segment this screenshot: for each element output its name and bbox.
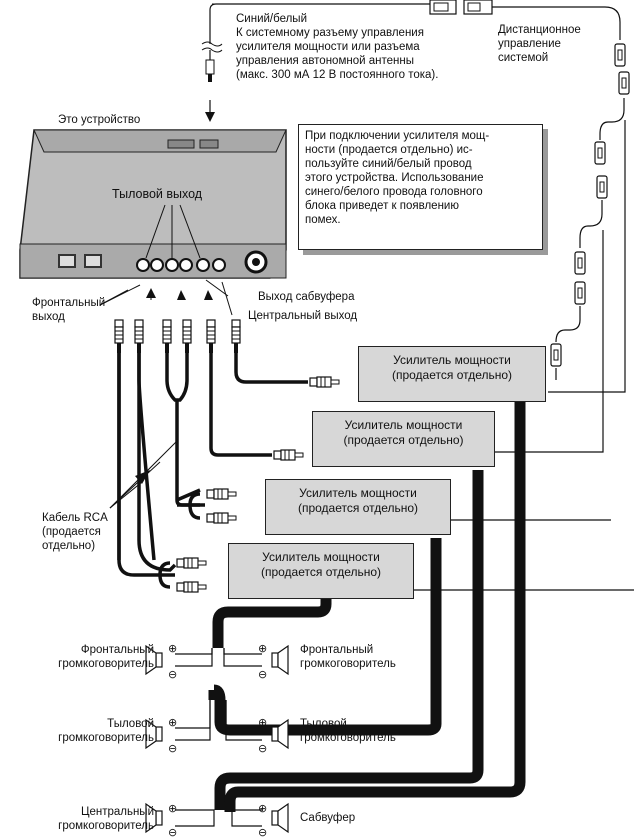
amplifier-box-4: Усилитель мощности (продается отдельно) — [228, 543, 414, 599]
svg-text:⊕: ⊕ — [168, 642, 177, 655]
speaker-label-center: Центральный громкоговоритель — [58, 806, 154, 832]
svg-text:⊖: ⊖ — [258, 742, 267, 755]
front-output-label: Фронтальный выход — [32, 297, 106, 323]
svg-text:⊕: ⊕ — [258, 642, 267, 655]
remote-control-label: Дистанционное управление системой — [498, 24, 581, 64]
svg-text:⊖: ⊖ — [168, 668, 177, 681]
speaker-label-front-left: Фронтальный громкоговоритель — [58, 644, 154, 670]
amplifier-box-2: Усилитель мощности (продается отдельно) — [312, 411, 495, 467]
svg-text:⊖: ⊖ — [168, 826, 177, 839]
svg-text:⊕: ⊕ — [258, 802, 267, 815]
speaker-label-rear-left: Тыловой громкоговоритель — [58, 718, 154, 744]
remote-wire-label: Синий/белый К системному разъему управле… — [236, 13, 439, 81]
amplifier-box-3: Усилитель мощности (продается отдельно) — [265, 479, 451, 535]
svg-text:⊕: ⊕ — [258, 716, 267, 729]
speaker-label-front-right: Фронтальный громкоговоритель — [300, 644, 396, 670]
amplifier-box-1: Усилитель мощности (продается отдельно) — [358, 346, 546, 402]
amplifier-note: При подключении усилителя мощ- ности (пр… — [298, 124, 543, 250]
this-unit-label: Это устройство — [58, 114, 141, 126]
center-output-label: Центральный выход — [248, 310, 358, 322]
svg-text:⊖: ⊖ — [168, 742, 177, 755]
svg-text:⊖: ⊖ — [258, 826, 267, 839]
svg-text:⊖: ⊖ — [258, 668, 267, 681]
rear-output-label: Тыловой выход — [112, 187, 203, 201]
svg-text:⊕: ⊕ — [168, 716, 177, 729]
svg-text:⊕: ⊕ — [168, 802, 177, 815]
subwoofer-output-label: Выход сабвуфера — [258, 291, 355, 303]
rca-cable-label: Кабель RCA (продается отдельно) — [42, 512, 108, 552]
speaker-label-rear-right: Тыловой громкоговоритель — [300, 718, 396, 744]
speaker-label-subwoofer: Сабвуфер — [300, 812, 356, 824]
